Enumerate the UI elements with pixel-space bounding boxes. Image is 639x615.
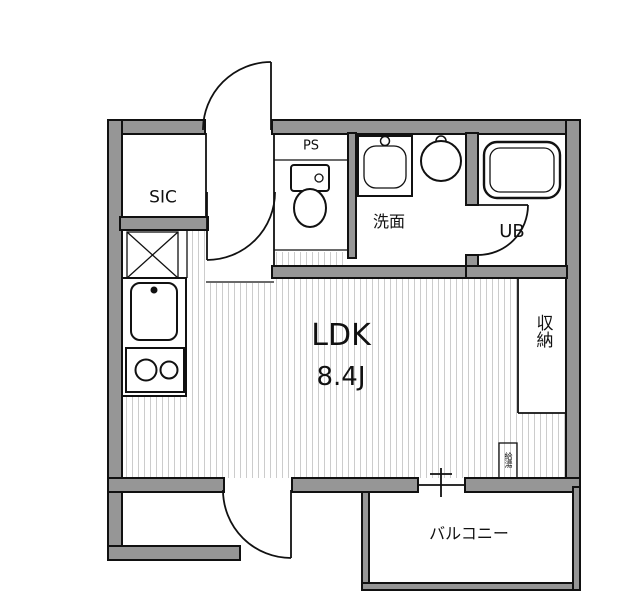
bathtub-inner-icon: [489, 147, 555, 193]
bathtub-icon: [482, 140, 562, 200]
vanity-faucet-icon: [379, 135, 391, 147]
wall-washroom-bottom: [271, 265, 479, 279]
wall-ub-left-upper: [465, 132, 479, 206]
wall-bottom-b: [291, 477, 419, 493]
sink-faucet-icon: [150, 286, 158, 294]
lower-door-swing-arc: [222, 489, 292, 559]
bath-door-swing-arc: [477, 204, 529, 256]
kitchen: [121, 231, 187, 397]
wall-ub-bottom: [465, 265, 568, 279]
toilet: [290, 164, 330, 228]
wall-bottom-a: [107, 477, 225, 493]
wall-top-right: [271, 119, 581, 135]
balcony-window: [418, 468, 465, 497]
wall-toilet-washroom: [347, 132, 357, 259]
refrigerator-space-cross-2: [126, 231, 179, 279]
room-label-sic: SIC: [149, 187, 177, 208]
wall-right: [565, 119, 581, 493]
stove-burner-right-icon: [159, 360, 179, 380]
room-label-washroom: 洗面: [372, 212, 406, 231]
room-label-ldk-size: 8.4J: [316, 362, 366, 392]
walls: [107, 119, 581, 591]
toilet-bowl-icon: [293, 188, 327, 228]
entry-hall-floor: [206, 133, 274, 283]
washroom-fixtures: [357, 135, 462, 197]
room-label-ps: PS: [302, 138, 320, 154]
room-label-balcony: バルコニー: [429, 524, 509, 543]
doors: [202, 61, 529, 559]
ldk-floor-left: [122, 396, 187, 478]
laundry-pan-icon: [420, 140, 462, 182]
room-label-storage: 収納: [532, 314, 553, 348]
wall-bottom-c: [464, 477, 581, 493]
hall-door-swing-arc: [206, 191, 276, 261]
storage-floor: [518, 278, 566, 413]
unit-bath-fixtures: [482, 140, 562, 200]
balcony-wall-bottom: [361, 582, 581, 591]
water-heater-box: [498, 442, 518, 479]
wall-sic-bottom: [119, 216, 209, 231]
label-water-heater: 給湯: [504, 452, 513, 468]
balcony-wall-right: [572, 486, 581, 591]
wall-bottom-left-ext: [107, 545, 241, 561]
kitchen-sink: [130, 282, 178, 341]
wall-left: [107, 119, 123, 561]
balcony-wall-left: [361, 491, 370, 591]
room-label-ldk: LDK: [311, 318, 371, 353]
refrigerator-space-box: [126, 231, 179, 279]
entrance-door-swing-arc: [202, 61, 272, 131]
stove-burner-left-icon: [134, 358, 158, 382]
room-label-unit-bath: UB: [499, 221, 525, 242]
toilet-flush-knob-icon: [314, 173, 324, 183]
